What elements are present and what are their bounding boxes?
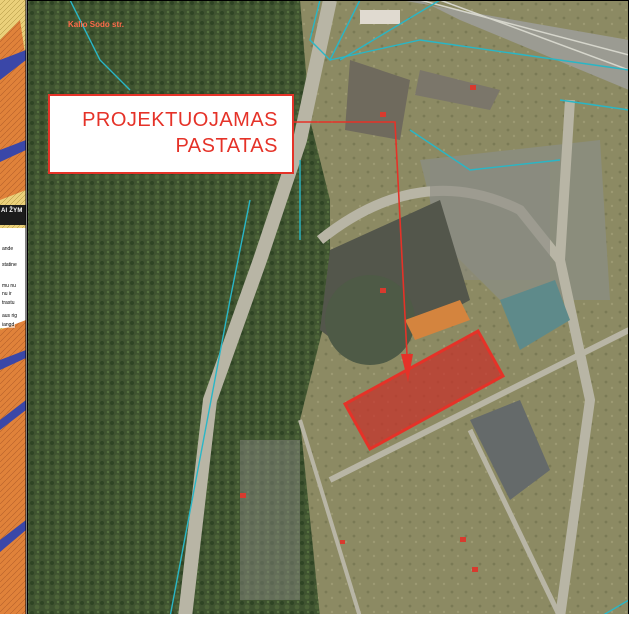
callout-leader-arrow: [294, 121, 413, 382]
cadastre-boundaries: [69, 0, 629, 617]
buildings: [320, 10, 570, 500]
legend-row: ande: [1, 246, 15, 252]
projected-building-footprint: [342, 328, 506, 452]
projected-building-callout: PROJEKTUOJAMAS PASTATAS: [48, 94, 294, 174]
legend-row: statine: [1, 262, 18, 268]
legend-row: trastu: [1, 300, 16, 306]
street-label: Kalio Sodo str.: [68, 20, 125, 29]
legend-row: nu ir: [1, 291, 13, 297]
callout-line-1: PROJEKTUOJAMAS: [82, 109, 278, 131]
callout-line-2: PASTATAS: [175, 135, 278, 157]
legend-heading: AI ŽYM: [1, 208, 23, 214]
legend-row: mu nu: [1, 283, 17, 289]
legend-row: iangd: [1, 322, 16, 328]
zoning-plan-strip: [0, 0, 27, 617]
map-markers: [240, 85, 478, 572]
legend-row: aus rig: [1, 313, 19, 319]
